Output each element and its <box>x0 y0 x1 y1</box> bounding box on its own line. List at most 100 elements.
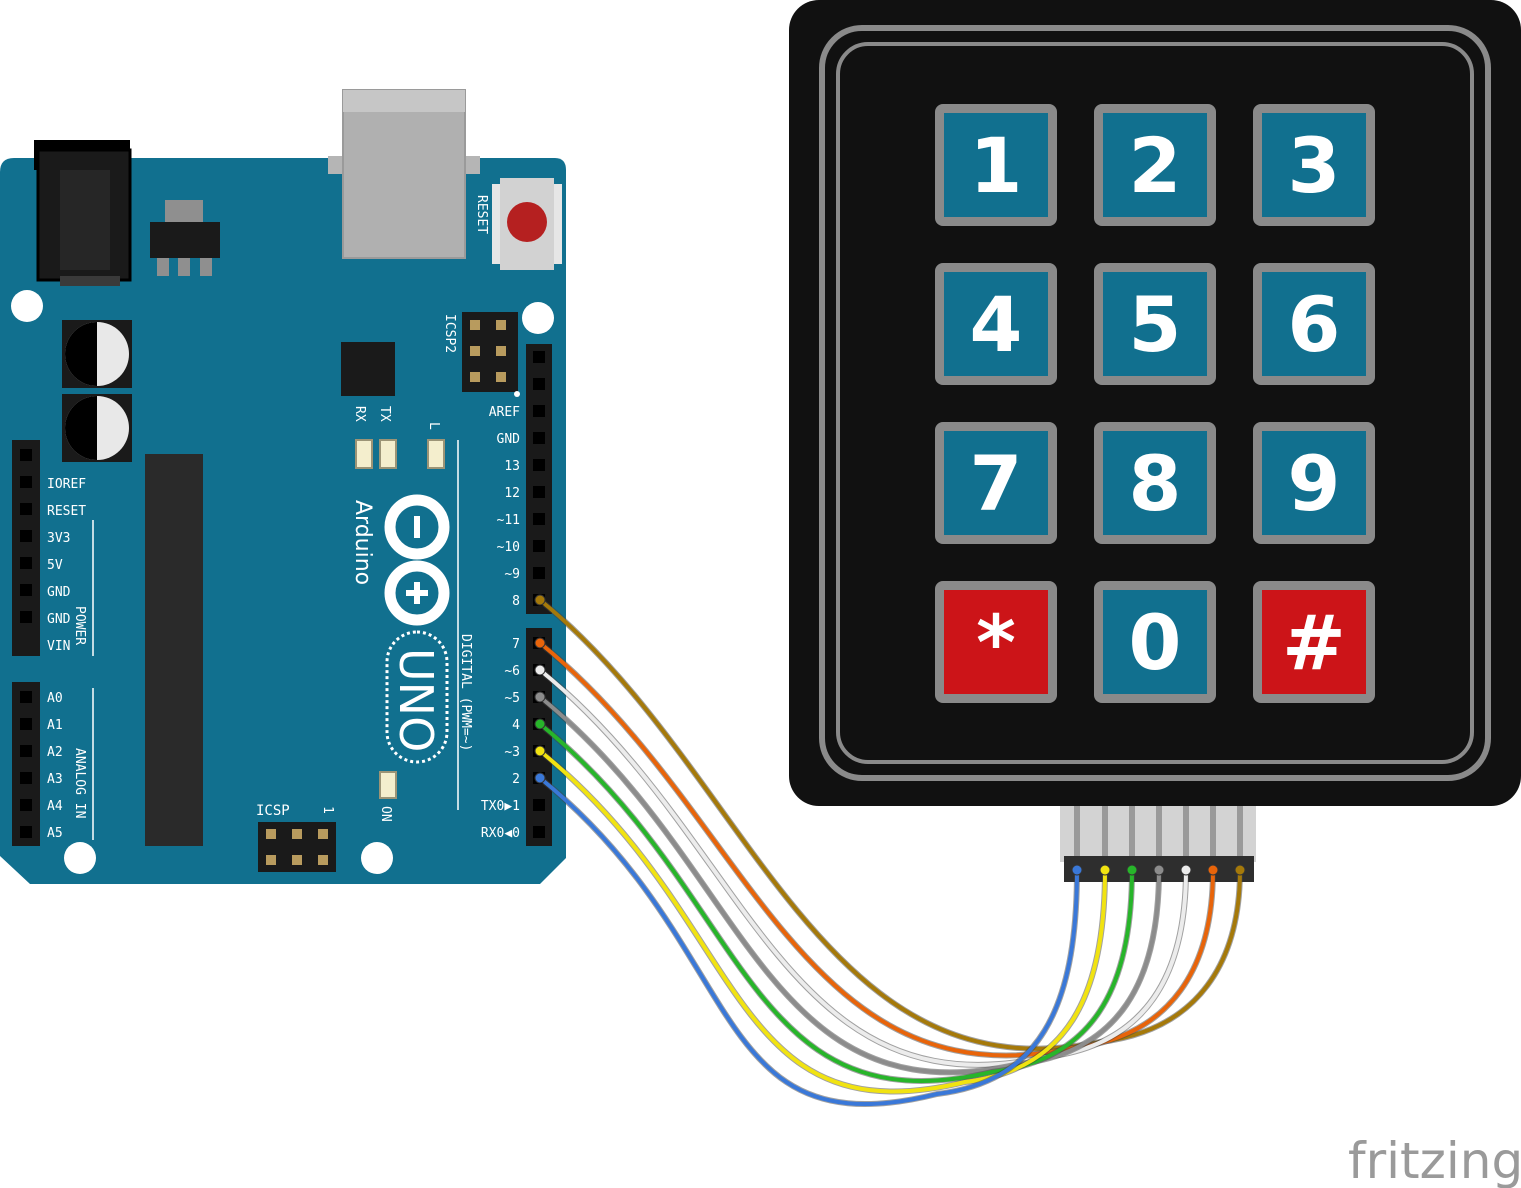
analog-pin-label: A5 <box>47 826 63 841</box>
led-label-rx: RX <box>352 406 367 422</box>
key-2[interactable]: 2 <box>1094 104 1216 226</box>
wires <box>534 594 1246 1108</box>
wire-end <box>534 745 546 757</box>
wire-end <box>1099 864 1111 876</box>
key-3[interactable]: 3 <box>1253 104 1375 226</box>
atmega-chip <box>145 454 203 846</box>
key-label: 6 <box>1288 280 1341 369</box>
voltage-regulator <box>150 200 220 276</box>
key-label: 0 <box>1129 598 1182 687</box>
wire-end <box>1071 864 1083 876</box>
digital-pin <box>533 826 545 838</box>
wire-end <box>534 594 546 606</box>
digital-pin <box>533 486 545 498</box>
usb-chip <box>341 342 395 396</box>
wire-pin-7 <box>538 641 1215 1058</box>
power-pin <box>20 449 32 461</box>
key-star[interactable]: * <box>935 581 1057 703</box>
led-on <box>379 771 397 799</box>
wire-pin-4 <box>538 722 1134 1083</box>
key-0[interactable]: 0 <box>1094 581 1216 703</box>
key-9[interactable]: 9 <box>1253 422 1375 544</box>
key-label: 9 <box>1288 439 1341 528</box>
power-pin-label: GND <box>47 612 71 627</box>
wire-end <box>1234 864 1246 876</box>
key-label: * <box>976 598 1016 687</box>
key-4[interactable]: 4 <box>935 263 1057 385</box>
digital-pin <box>533 799 545 811</box>
digital-pin <box>533 540 545 552</box>
digital-pin-label: TX0▶1 <box>481 799 520 814</box>
power-pin-label: IOREF <box>47 477 86 492</box>
icsp2-label: ICSP2 <box>442 314 457 353</box>
wire-pin-8 <box>538 598 1242 1051</box>
power-pin <box>20 476 32 488</box>
power-pin-label: GND <box>47 585 71 600</box>
digital-pin-label: ~10 <box>497 540 520 555</box>
analog-pin <box>20 718 32 730</box>
key-1[interactable]: 1 <box>935 104 1057 226</box>
analog-pin <box>20 826 32 838</box>
digital-pin-label: GND <box>497 432 521 447</box>
digital-pin-label: AREF <box>489 405 520 420</box>
analog-pin-label: A2 <box>47 745 63 760</box>
digital-pin-label: 2 <box>512 772 520 787</box>
mounting-hole <box>64 842 96 874</box>
digital-pin-label: ~5 <box>504 691 520 706</box>
uno-badge <box>385 630 449 764</box>
power-pin-label: 3V3 <box>47 531 70 546</box>
reset-button[interactable] <box>492 178 562 270</box>
digital-pin-label: 8 <box>512 594 520 609</box>
wire-end <box>534 637 546 649</box>
power-header <box>12 440 40 656</box>
wire-end <box>534 691 546 703</box>
key-label: 7 <box>970 439 1023 528</box>
on-label: ON <box>378 806 393 822</box>
power-pin <box>20 584 32 596</box>
analog-header <box>12 682 40 846</box>
power-group-label: POWER <box>72 606 87 645</box>
key-label: 1 <box>970 121 1023 210</box>
key-6[interactable]: 6 <box>1253 263 1375 385</box>
digital-pin-label: 13 <box>504 459 520 474</box>
key-5[interactable]: 5 <box>1094 263 1216 385</box>
key-hash[interactable]: # <box>1253 581 1375 703</box>
board-pcb <box>0 158 566 884</box>
wire-pin-5 <box>538 695 1161 1075</box>
key-8[interactable]: 8 <box>1094 422 1216 544</box>
digital-pin <box>533 432 545 444</box>
key-7[interactable]: 7 <box>935 422 1057 544</box>
analog-pin <box>20 691 32 703</box>
led-rx <box>355 439 373 469</box>
usb-connector <box>328 89 480 259</box>
power-pin <box>20 503 32 515</box>
power-pin <box>20 611 32 623</box>
digital-pin-label: 4 <box>512 718 520 733</box>
digital-header-bottom <box>526 628 552 846</box>
digital-pin-label: ~11 <box>497 513 520 528</box>
led-tx <box>379 439 397 469</box>
wire-end <box>534 718 546 730</box>
wire-end <box>534 664 546 676</box>
analog-pin <box>20 745 32 757</box>
digital-group-label: DIGITAL (PWM=~) <box>458 634 473 751</box>
digital-pin-label: ~6 <box>504 664 520 679</box>
digital-pin-label: 12 <box>504 486 520 501</box>
led-l <box>427 439 445 469</box>
power-pin <box>20 557 32 569</box>
key-label: 2 <box>1129 121 1182 210</box>
capacitor <box>62 320 132 388</box>
mounting-hole <box>522 302 554 334</box>
analog-pin-label: A0 <box>47 691 63 706</box>
digital-pin <box>533 513 545 525</box>
wire-end <box>1126 864 1138 876</box>
power-jack <box>34 140 132 286</box>
wire-pin-3 <box>538 749 1107 1094</box>
analog-group-label: ANALOG IN <box>72 748 87 818</box>
analog-pin-label: A3 <box>47 772 63 787</box>
arduino-board: RESET ICSP2 RX TX L ON <box>0 89 566 884</box>
